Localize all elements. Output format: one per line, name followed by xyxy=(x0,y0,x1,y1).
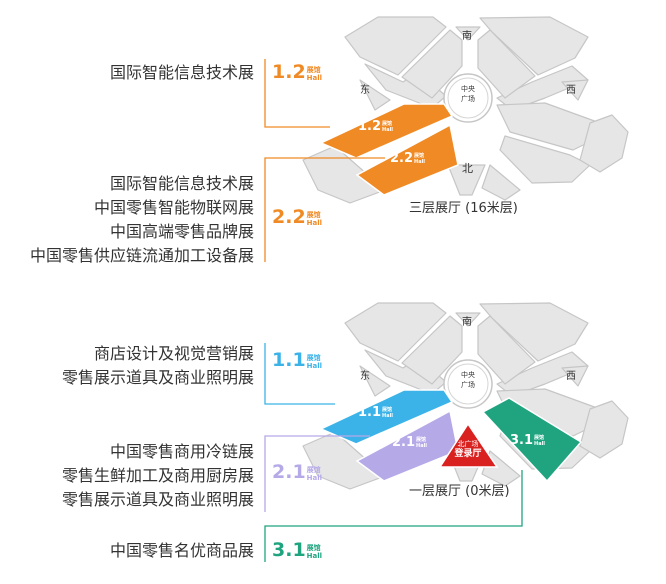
upper-floor-caption: 三层展厅 (16米层) xyxy=(409,201,518,216)
lower-map-hall-1-1-w2: Hall xyxy=(382,413,394,419)
upper-connector-2-2 xyxy=(264,157,385,262)
lower-hall-tag-3-1-w2: Hall xyxy=(306,552,323,560)
lower-3-1-item-1: 中国零售名优商品展 xyxy=(109,541,254,560)
lower-entry-hall-shape xyxy=(438,422,499,468)
upper-2-2-item-4: 中国零售供应链流通加工设备展 xyxy=(29,246,254,265)
lower-map-hall-2-1-num: 2.1 xyxy=(392,435,416,450)
upper-connector-1-2 xyxy=(264,59,330,128)
lower-hall-tag-3-1-w1: 展馆 xyxy=(306,544,321,552)
upper-floor-plan xyxy=(264,16,629,262)
upper-hall-tag-2-2-num: 2.2 xyxy=(272,206,306,228)
upper-map-hall-1-2-w1: 展馆 xyxy=(382,121,393,127)
upper-map-hall-2-2-num: 2.2 xyxy=(390,151,414,166)
lower-2-1-item-1: 中国零售商用冷链展 xyxy=(109,442,254,461)
lower-hall-tag-1-1-w2: Hall xyxy=(306,362,323,370)
lower-map-hall-3-1-w1: 展馆 xyxy=(534,435,545,441)
lower-1-1-item-1: 商店设计及视觉营销展 xyxy=(93,344,254,363)
upper-hall-tag-1-2-w1: 展馆 xyxy=(306,66,321,74)
upper-hall-1-2-shape xyxy=(319,103,454,159)
upper-hall-tag-2-2-w2: Hall xyxy=(306,219,323,227)
lower-map-hall-2-1-w1: 展馆 xyxy=(416,437,427,443)
upper-2-2-item-2: 中国零售智能物联网展 xyxy=(93,198,254,217)
lower-hall-tag-1-1-num: 1.1 xyxy=(272,349,306,371)
upper-center-line1: 中央 xyxy=(461,85,475,93)
upper-map-hall-1-2-w2: Hall xyxy=(382,127,394,133)
upper-hall-tag-1-2-w2: Hall xyxy=(306,74,323,82)
lower-map-hall-1-1-w1: 展馆 xyxy=(382,407,393,413)
upper-hall-tag-1-2-num: 1.2 xyxy=(272,61,306,83)
upper-1-2-item-1: 国际智能信息技术展 xyxy=(109,63,254,82)
lower-south-label: 南 xyxy=(462,317,472,328)
lower-entry-line1: 北广场 xyxy=(457,440,479,448)
lower-center-plaza-label: 中央 广场 xyxy=(455,370,481,390)
lower-map-hall-3-1-w2: Hall xyxy=(534,441,546,447)
lower-east-label: 东 xyxy=(360,371,370,382)
upper-group-1-2-items: 国际智能信息技术展 xyxy=(110,62,254,84)
upper-2-2-item-1: 国际智能信息技术展 xyxy=(109,174,254,193)
lower-map-hall-1-1-num: 1.1 xyxy=(358,405,382,420)
lower-hall-3-1-shape xyxy=(481,397,583,483)
lower-group-2-1-items: 中国零售商用冷链展 零售生鲜加工及商用厨房展 零售展示道具及商业照明展 xyxy=(62,440,254,512)
lower-floor-plan xyxy=(302,302,629,490)
upper-west-label: 西 xyxy=(566,85,576,96)
lower-floor-caption: 一层展厅 (0米层) xyxy=(409,484,510,499)
lower-map-hall-2-1-w2: Hall xyxy=(416,443,428,449)
lower-hall-tag-2-1-w2: Hall xyxy=(306,474,323,482)
lower-connector-3-1 xyxy=(264,470,523,562)
upper-north-label: 北 xyxy=(462,162,473,175)
lower-hall-tag-2-1-w1: 展馆 xyxy=(306,466,321,474)
upper-south-label: 南 xyxy=(462,31,472,42)
upper-center-plaza-label: 中央 广场 xyxy=(455,84,481,104)
upper-2-2-item-3: 中国高端零售品牌展 xyxy=(109,222,254,241)
upper-map-hall-2-2-w2: Hall xyxy=(414,159,426,165)
lower-entry-hall-label: 北广场 登录厅 xyxy=(448,440,488,460)
lower-center-line1: 中央 xyxy=(461,371,475,379)
lower-west-label: 西 xyxy=(566,371,576,382)
upper-hall-2-2-shape xyxy=(355,123,459,196)
upper-group-2-2-items: 国际智能信息技术展 中国零售智能物联网展 中国高端零售品牌展 中国零售供应链流通… xyxy=(30,172,254,268)
upper-map-hall-2-2-w1: 展馆 xyxy=(414,153,425,159)
lower-hall-tag-3-1-num: 3.1 xyxy=(272,539,306,561)
lower-group-3-1-items: 中国零售名优商品展 xyxy=(110,540,254,562)
upper-hall-tag-2-2-w1: 展馆 xyxy=(306,211,321,219)
lower-connector-1-1 xyxy=(264,343,335,405)
lower-entry-line2: 登录厅 xyxy=(454,449,482,459)
lower-2-1-item-2: 零售生鲜加工及商用厨房展 xyxy=(61,466,254,485)
lower-center-line2: 广场 xyxy=(461,381,475,389)
lower-2-1-item-3: 零售展示道具及商业照明展 xyxy=(61,490,254,509)
upper-center-line2: 广场 xyxy=(461,95,475,103)
lower-1-1-item-2: 零售展示道具及商业照明展 xyxy=(61,368,254,387)
lower-hall-1-1-shape xyxy=(319,389,454,445)
lower-connector-2-1 xyxy=(264,435,370,512)
upper-map-hall-1-2-num: 1.2 xyxy=(358,119,382,134)
upper-east-label: 东 xyxy=(360,85,370,96)
lower-hall-tag-1-1-w1: 展馆 xyxy=(306,354,321,362)
lower-group-1-1-items: 商店设计及视觉营销展 零售展示道具及商业照明展 xyxy=(62,342,254,390)
lower-map-hall-3-1-num: 3.1 xyxy=(510,433,534,448)
lower-hall-tag-2-1-num: 2.1 xyxy=(272,461,306,483)
